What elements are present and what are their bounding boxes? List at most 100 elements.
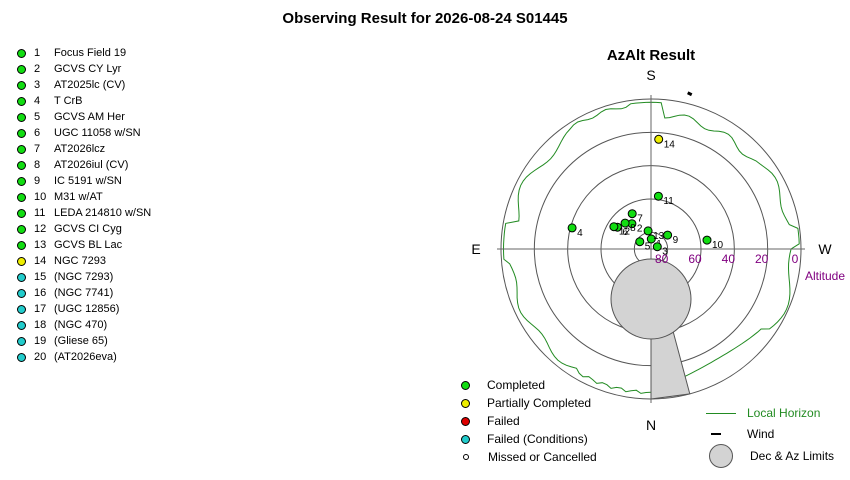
target-row: 4 T CrB — [17, 93, 151, 109]
target-point-label: 11 — [663, 196, 674, 207]
target-number: 18 — [34, 319, 47, 331]
legend-wind: Wind — [706, 427, 774, 441]
legend-label: Failed (Conditions) — [487, 432, 588, 446]
altitude-tick-label: 80 — [655, 252, 669, 266]
target-number: 10 — [34, 191, 47, 203]
legend-dot-icon — [461, 398, 470, 408]
dec-limit-circle — [610, 258, 692, 340]
legend-limits-label: Dec & Az Limits — [750, 449, 835, 463]
target-number: 19 — [34, 335, 47, 347]
status-dot-icon — [17, 288, 26, 298]
target-row: 10 M31 w/AT — [17, 189, 151, 205]
altitude-tick-label: 60 — [688, 252, 702, 266]
legend-dot-icon — [463, 454, 469, 460]
target-name: GCVS CY Lyr — [54, 63, 122, 75]
status-dot-icon — [17, 176, 26, 186]
horizon-swatch — [706, 412, 736, 414]
status-dot-icon — [17, 160, 26, 170]
wind-marker — [687, 91, 693, 97]
target-number: 7 — [34, 143, 41, 155]
target-name: (NGC 7293) — [54, 271, 114, 283]
target-name: GCVS BL Lac — [54, 239, 123, 251]
target-point — [646, 234, 656, 244]
target-number: 8 — [34, 159, 41, 171]
target-row: 3 AT2025lc (CV) — [17, 77, 151, 93]
legend-horizon-label: Local Horizon — [747, 406, 821, 420]
target-name: AT2025lc (CV) — [54, 79, 126, 91]
target-number: 11 — [34, 207, 46, 219]
legend-item: Failed (Conditions) — [460, 430, 597, 448]
legend-item: Failed — [460, 412, 597, 430]
target-name: T CrB — [54, 95, 83, 107]
legend-label: Missed or Cancelled — [488, 450, 597, 464]
legend-wind-label: Wind — [747, 427, 775, 441]
target-row: 9 IC 5191 w/SN — [17, 173, 151, 189]
target-point-label: 6 — [623, 227, 629, 238]
altitude-tick-label: 20 — [755, 252, 769, 266]
target-number: 9 — [34, 175, 41, 187]
target-number: 1 — [34, 47, 41, 59]
legend-item: Completed — [460, 376, 597, 394]
direction-n: N — [646, 417, 656, 433]
target-row: 19 (Gliese 65) — [17, 333, 151, 349]
target-number: 14 — [34, 255, 47, 267]
target-name: (Gliese 65) — [54, 335, 108, 347]
legend-label: Partially Completed — [487, 396, 592, 410]
legend-horizon: Local Horizon — [706, 406, 820, 420]
target-point-label: 14 — [664, 139, 676, 150]
status-dot-icon — [17, 48, 26, 58]
target-row: 15(NGC 7293) — [17, 269, 151, 285]
target-point-label: 10 — [712, 240, 724, 251]
target-point-label: 4 — [577, 228, 583, 239]
direction-w: W — [818, 241, 832, 257]
target-number: 16 — [34, 287, 47, 299]
target-point — [654, 134, 664, 144]
limit-swatch-icon — [709, 444, 733, 468]
page-title: Observing Result for 2026-08-24 S01445 — [282, 10, 568, 27]
target-point-label: 8 — [630, 223, 636, 234]
legend-dot-icon — [461, 434, 470, 444]
az-limit-wedge — [650, 328, 691, 400]
target-point — [643, 226, 653, 236]
target-row: 11 LEDA 214810 w/SN — [17, 205, 151, 221]
target-point — [609, 222, 619, 232]
target-row: 7 AT2026lcz — [17, 141, 151, 157]
target-number: 5 — [34, 111, 41, 123]
target-name: AT2026lcz — [54, 143, 106, 155]
target-point — [635, 237, 645, 247]
status-dot-icon — [17, 96, 26, 106]
wind-swatch — [711, 433, 721, 435]
status-dot-icon — [17, 240, 26, 250]
status-dot-icon — [17, 128, 26, 138]
target-name: (NGC 7741) — [54, 287, 114, 299]
legend-label: Failed — [487, 414, 520, 428]
target-number: 3 — [34, 79, 41, 91]
status-dot-icon — [17, 320, 26, 330]
direction-s: S — [646, 67, 655, 83]
target-point-label: 5 — [645, 242, 651, 253]
status-dot-icon — [17, 272, 26, 282]
chart-title: AzAlt Result — [607, 47, 695, 64]
target-name: LEDA 214810 w/SN — [54, 207, 152, 219]
target-number: 4 — [34, 95, 41, 107]
target-point — [663, 230, 673, 240]
target-name: GCVS AM Her — [54, 111, 125, 123]
target-name: M31 w/AT — [54, 191, 103, 203]
target-name: (AT2026eva) — [54, 351, 117, 363]
target-row: 16 (NGC 7741) — [17, 285, 151, 301]
legend-label: Completed — [487, 378, 546, 392]
target-number: 13 — [34, 239, 47, 251]
altitude-tick-label: 40 — [722, 252, 736, 266]
status-dot-icon — [17, 336, 26, 346]
target-number: 2 — [34, 63, 41, 75]
target-name: IC 5191 w/SN — [54, 175, 122, 187]
target-name: AT2026iul (CV) — [54, 159, 129, 171]
target-row: 18(NGC 470) — [17, 317, 151, 333]
target-point-label: 13 — [653, 231, 665, 242]
target-number: 17 — [34, 303, 47, 315]
